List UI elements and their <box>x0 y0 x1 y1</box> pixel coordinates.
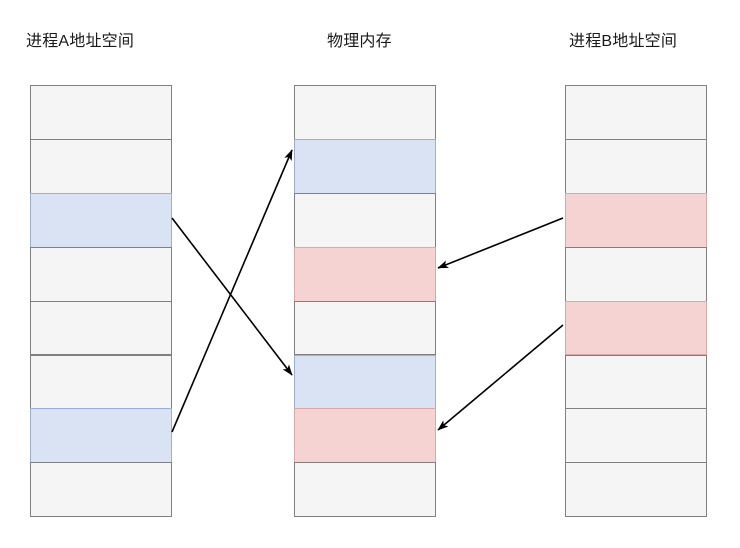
memory-cell <box>565 462 707 518</box>
memory-cell <box>294 354 436 410</box>
memory-cell <box>30 246 172 302</box>
memory-cell <box>294 462 436 518</box>
mapping-arrow <box>171 217 293 376</box>
column-title-process-b: 进程B地址空间 <box>569 33 678 50</box>
memory-cell <box>294 85 436 140</box>
memory-cell <box>30 408 172 464</box>
memory-cell <box>30 192 172 248</box>
memory-cell <box>565 354 707 410</box>
memory-column-process-a <box>30 85 172 518</box>
memory-cell <box>30 138 172 194</box>
memory-cell <box>30 462 172 518</box>
mapping-arrow <box>171 149 293 433</box>
memory-cell <box>294 300 436 356</box>
memory-column-process-b <box>565 85 707 518</box>
mapping-arrow <box>437 217 564 269</box>
mapping-arrow <box>437 324 564 431</box>
memory-cell <box>294 192 436 248</box>
memory-column-physical-memory <box>294 85 436 518</box>
memory-cell <box>565 138 707 194</box>
memory-cell <box>294 138 436 194</box>
column-title-process-a: 进程A地址空间 <box>26 33 135 50</box>
memory-cell <box>30 300 172 356</box>
column-title-physical-memory: 物理内存 <box>327 33 392 50</box>
memory-cell <box>565 192 707 248</box>
memory-cell <box>565 408 707 464</box>
memory-cell <box>294 408 436 464</box>
memory-cell <box>30 354 172 410</box>
memory-cell <box>294 246 436 302</box>
memory-cell <box>30 85 172 140</box>
memory-cell <box>565 85 707 140</box>
memory-cell <box>565 246 707 302</box>
memory-cell <box>565 300 707 356</box>
